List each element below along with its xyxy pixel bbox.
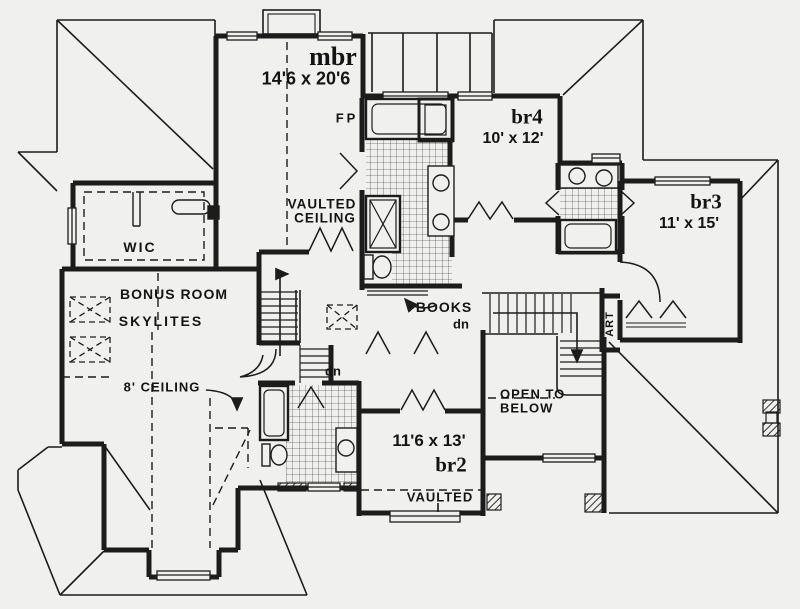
- fireplace: [417, 97, 454, 143]
- posts: [277, 399, 781, 513]
- br2-toilet: [261, 443, 288, 467]
- label-mbr-dim: 14'6 x 20'6: [261, 68, 351, 89]
- master-toilet: [363, 254, 392, 280]
- br2-entry-doors: [400, 388, 446, 412]
- main-stair-arrow: [493, 312, 584, 364]
- label-down-back: dn: [325, 363, 341, 379]
- master-vanity: [427, 165, 455, 237]
- books-leader-arrow: [403, 297, 438, 313]
- skylight-boxes: [69, 296, 358, 363]
- label-bonus-room: BONUS ROOM: [120, 286, 228, 302]
- label-br3: br3: [690, 189, 722, 214]
- label-mbr: mbr: [309, 42, 357, 71]
- br2-bath-door: [297, 385, 325, 409]
- label-vaulted-ceiling-2: CEILING: [294, 210, 356, 226]
- wc-door: [365, 330, 391, 355]
- master-shower: [364, 194, 402, 254]
- label-vaulted-ceiling-1: VAULTED: [287, 196, 357, 212]
- label-br2: br2: [435, 452, 467, 477]
- ceiling-leader-arrow: [205, 389, 244, 412]
- books-shelf: [367, 290, 428, 296]
- hall-bath-door-west: [544, 190, 560, 216]
- label-br4-dim: 10' x 12': [482, 130, 544, 147]
- label-art-niche: ART: [604, 311, 616, 337]
- label-down-main: dn: [453, 316, 469, 332]
- doors: [239, 152, 687, 412]
- master-bath-fixtures: [363, 97, 455, 280]
- stairs-main: [482, 292, 602, 396]
- br3-entry-arc: [619, 261, 661, 303]
- bonus-door-arc: [239, 348, 277, 378]
- label-wic: WIC: [123, 239, 157, 255]
- arrows: [205, 267, 584, 512]
- back-stair-arrow: [275, 267, 290, 356]
- label-skylights: SKYLITES: [118, 313, 204, 329]
- label-br3-dim: 11' x 15': [658, 215, 720, 232]
- roof-outline: [17, 9, 779, 596]
- br3-closet-shelf: [626, 322, 686, 328]
- mbr-bath-door: [339, 152, 359, 190]
- wic-closet-interior: [132, 192, 220, 227]
- br4-closet-doors: [467, 200, 514, 221]
- hall-bath-door-east: [620, 190, 636, 216]
- hall-bath-fixtures: [558, 164, 619, 254]
- dashed-ceiling-lines: [62, 42, 555, 548]
- label-fireplace: FP: [335, 110, 359, 126]
- windows: [67, 31, 711, 581]
- stairs-back: [259, 290, 332, 383]
- br2-vanity: [335, 427, 358, 473]
- label-8ft-ceiling: 8' CEILING: [123, 379, 201, 395]
- br2-bath-fixtures: [258, 384, 358, 473]
- label-br2-vaulted: VAULTED: [406, 489, 474, 505]
- label-br4: br4: [511, 104, 543, 129]
- label-open-below-2: BELOW: [500, 400, 554, 416]
- label-open-below-1: OPEN TO: [500, 386, 566, 402]
- mbr-entry-door: [308, 226, 354, 253]
- label-books: BOOKS: [415, 299, 473, 315]
- br3-closet-doors: [625, 299, 687, 319]
- label-br2-dim: 11'6 x 13': [392, 431, 466, 450]
- hall-door: [413, 330, 439, 355]
